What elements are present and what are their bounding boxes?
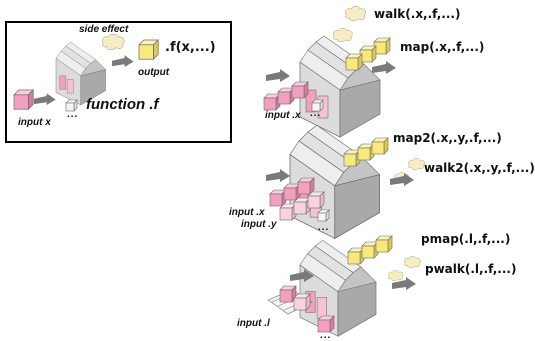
map-dots: ... [310,108,322,119]
map2-input-cube-y [307,191,325,209]
legend-dots: ... [67,109,79,120]
pwalk-function-label: pwalk(.l,.f,...) [425,262,517,276]
map-function-label: map(.x,.f,...) [400,40,485,54]
pmap-input-cube [279,285,297,303]
map2-side-cube [317,209,330,222]
output-expression-label: .f(x,...) [165,40,216,55]
map2-input-x-label: input .x [229,207,265,218]
map2-input-cube-y [279,203,297,221]
panel-pmap-pwalk [267,235,421,337]
map2-input-y-label: input .y [241,219,277,230]
map-input-cube [263,93,281,111]
purrr-factory-diagram [5,5,425,337]
walk2-cloud-1 [408,157,425,170]
map2-output-cube [357,143,375,161]
function-label: function .f [86,96,159,113]
walk-cloud-2 [333,27,353,42]
map-input-cube [277,87,295,105]
legend-input-cube [13,89,34,110]
input-x-label: input x [18,117,51,128]
map-input-arrow [266,69,290,82]
pmap-input-label: input .l [237,318,270,329]
map2-output-cube [371,137,389,155]
pmap-output-cube [375,235,393,253]
pmap-function-label: pmap(.l,.f,...) [421,232,511,246]
side-effect-label: side effect [79,24,129,35]
pmap-dots: ... [320,330,332,341]
walk2-function-label: walk2(.x,.y,.f,...) [424,161,535,175]
map-input-cube [291,81,309,99]
map2-function-label: map2(.x,.y,.f,...) [393,131,502,145]
map2-input-arrow [266,169,290,182]
map2-input-cube-x [297,177,315,195]
map2-output-cube [343,149,361,167]
map2-input-cube-x [269,189,287,207]
map-input-label: input .x [265,110,301,121]
pwalk-cloud-2 [388,269,404,281]
map2-input-cube-y [293,197,311,215]
pwalk-cloud-1 [404,255,421,268]
map-output-arrow [372,61,396,74]
map2-dots: ... [318,222,330,233]
map2-input-cube-x [283,183,301,201]
walk-cloud-1 [345,5,366,21]
pmap-output-cube [361,241,379,259]
legend-output-cube [138,39,159,60]
map-output-cube [345,53,363,71]
pmap-input-cube [293,293,311,311]
legend-panel [5,21,232,143]
walk-function-label: walk(.x,.f,...) [374,7,461,21]
pmap-output-cube [347,247,365,265]
output-label: output [138,67,170,78]
